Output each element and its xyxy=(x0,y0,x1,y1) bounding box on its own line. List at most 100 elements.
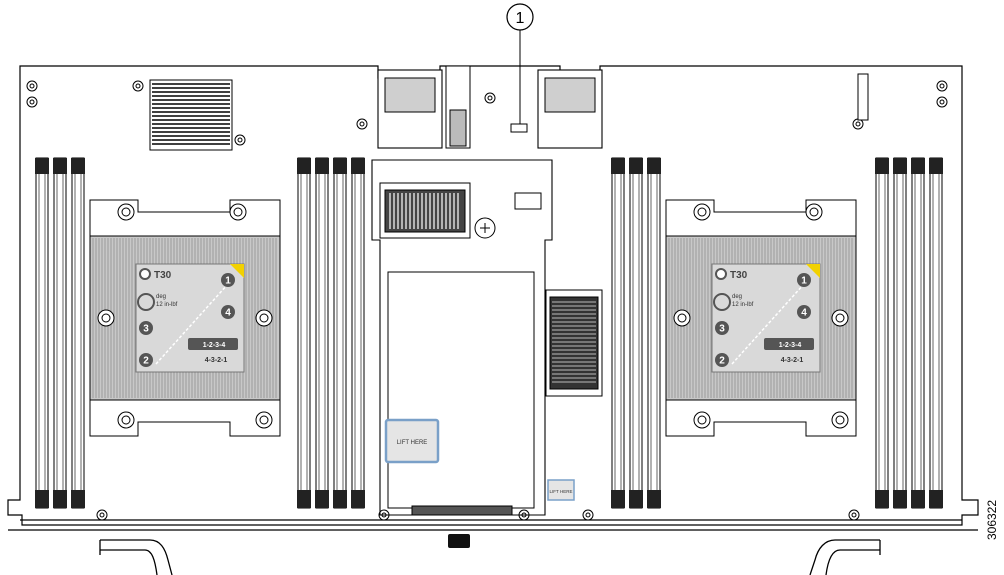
screw xyxy=(234,134,246,146)
dimm-latch-top xyxy=(53,158,67,174)
heatsink-screw xyxy=(831,411,849,429)
install-order: 1-2-3-4 xyxy=(203,342,226,349)
sequence-badge xyxy=(797,305,811,319)
install-order: 1-2-3-4 xyxy=(779,342,802,349)
heatsink-screw-center xyxy=(233,207,243,217)
heatsink-bottom-frame xyxy=(665,399,857,437)
heatsink-screw xyxy=(97,309,115,327)
screw-center xyxy=(29,83,35,89)
sequence-number: 3 xyxy=(143,324,149,335)
figure-id: 306322 xyxy=(982,470,1002,570)
dimm-latch-bottom xyxy=(333,490,347,508)
lift-here-small[interactable]: LIFT HERE xyxy=(547,479,575,501)
dimm-latch-top xyxy=(333,158,347,174)
dimm-slot xyxy=(351,157,365,509)
top-connector-left xyxy=(377,65,471,149)
screw-center xyxy=(851,512,857,518)
dimm-latch-bottom xyxy=(647,490,661,508)
screw xyxy=(936,96,948,108)
heatsink-screw xyxy=(255,411,273,429)
heatsink-screw-center xyxy=(677,313,687,323)
heatsink-screw xyxy=(229,203,247,221)
dimm-slot xyxy=(875,157,889,509)
dimm-latch-top xyxy=(893,158,907,174)
hex-icon xyxy=(139,268,151,280)
torque-deg: deg xyxy=(156,294,166,300)
dimm-latch-top xyxy=(351,158,365,174)
remove-order: 4-3-2-1 xyxy=(781,357,804,364)
screw xyxy=(96,509,108,521)
screw xyxy=(848,509,860,521)
dimm-slot xyxy=(911,157,925,509)
dimm-latch-top xyxy=(35,158,49,174)
dimm-latch-top xyxy=(929,158,943,174)
center-drive-bay xyxy=(371,159,553,516)
heatsink-screw-center xyxy=(697,207,707,217)
top-connector-right xyxy=(537,69,603,149)
sequence-badge xyxy=(797,273,811,287)
sequence-path xyxy=(731,283,805,365)
screw-center xyxy=(939,99,945,105)
lift-here-large-text: LIFT HERE xyxy=(397,440,428,446)
heatsink-screw-center xyxy=(121,415,131,425)
heatsink-screw-center xyxy=(259,313,269,323)
heatsink-screw-center xyxy=(697,415,707,425)
warning-corner xyxy=(230,264,244,278)
callout-1-component xyxy=(510,123,528,133)
heatsink-screw-center xyxy=(809,207,819,217)
callout-1: 1 xyxy=(506,3,534,125)
dimm-latch-top xyxy=(875,158,889,174)
dimm-slot xyxy=(35,157,49,509)
install-order-box xyxy=(188,338,238,350)
right-hanger xyxy=(857,73,869,121)
screw-center xyxy=(29,99,35,105)
screw xyxy=(582,509,594,521)
center-connector-bottom xyxy=(411,505,513,516)
sequence-number: 4 xyxy=(225,308,231,319)
vent-grille-top xyxy=(149,79,233,151)
sequence-badge xyxy=(715,321,729,335)
dimm-slot xyxy=(893,157,907,509)
sequence-number: 1 xyxy=(801,276,807,287)
torx-label: T30 xyxy=(154,270,172,281)
sequence-badge xyxy=(221,305,235,319)
center-latch xyxy=(448,534,470,548)
torque-icon xyxy=(713,293,731,311)
lift-here-large[interactable]: LIFT HERE xyxy=(384,418,440,464)
screw xyxy=(26,96,38,108)
ejector-lever-left[interactable] xyxy=(99,539,173,575)
dimm-latch-bottom xyxy=(629,490,643,508)
dimm-latch-bottom xyxy=(893,490,907,508)
sequence-number: 2 xyxy=(719,356,725,367)
heatsink-screw-center xyxy=(101,313,111,323)
heatsink-bottom-frame xyxy=(89,399,281,437)
dimm-latch-bottom xyxy=(611,490,625,508)
screw-center xyxy=(359,121,365,127)
heatsink-screw xyxy=(117,411,135,429)
heatsink-screw xyxy=(831,309,849,327)
heatsink-screw xyxy=(693,203,711,221)
dimm-slot xyxy=(929,157,943,509)
dimm-slot xyxy=(629,157,643,509)
hex-icon xyxy=(715,268,727,280)
dimm-slot xyxy=(53,157,67,509)
dimm-latch-bottom xyxy=(71,490,85,508)
heatsink-top-frame xyxy=(665,199,857,237)
lift-here-small-text: LIFT HERE xyxy=(550,489,573,494)
dimm-latch-bottom xyxy=(911,490,925,508)
screw xyxy=(484,92,496,104)
sequence-badge xyxy=(139,321,153,335)
side-module xyxy=(545,289,603,397)
dimm-latch-bottom xyxy=(875,490,889,508)
dimm-latch-top xyxy=(911,158,925,174)
screw-center xyxy=(237,137,243,143)
screw-center xyxy=(135,83,141,89)
ejector-lever-right[interactable] xyxy=(809,539,881,575)
screw-center xyxy=(487,95,493,101)
sequence-badge xyxy=(221,273,235,287)
remove-order: 4-3-2-1 xyxy=(205,357,228,364)
torque-value: 12 in-lbf xyxy=(156,302,178,308)
